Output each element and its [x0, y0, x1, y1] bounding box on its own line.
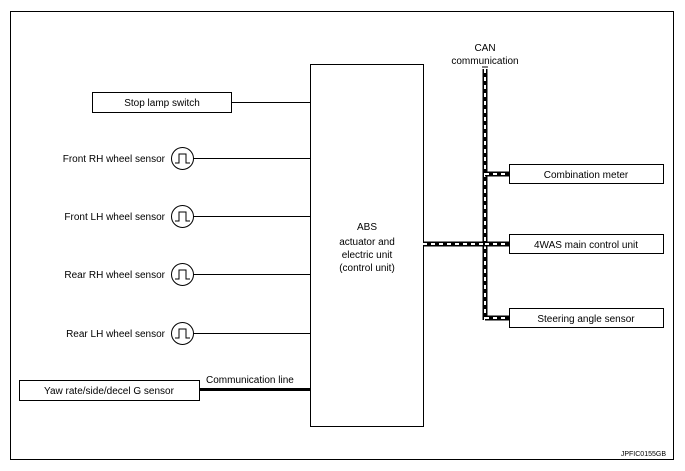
can-label-line2: communication — [451, 56, 518, 67]
steering-sensor-label: Steering angle sensor — [537, 314, 635, 325]
abs-control-unit-box — [310, 64, 424, 427]
can-label-line1: CAN — [474, 43, 495, 54]
stop-lamp-switch-label: Stop lamp switch — [124, 98, 200, 109]
combination-meter-box — [509, 164, 664, 184]
abs-unit-label-line3: electric unit — [342, 250, 393, 261]
front-rh-pulse-signal-icon — [171, 147, 194, 170]
front-lh-sensor-label: Front LH wheel sensor — [64, 212, 165, 223]
abs-unit-label-line2: actuator and — [339, 237, 395, 248]
awas-unit-label: 4WAS main control unit — [534, 240, 638, 251]
abs-unit-label-line1: ABS — [357, 222, 377, 233]
front-lh-pulse-signal-icon — [171, 205, 194, 228]
steering-sensor-box — [509, 308, 664, 328]
combination-meter-label: Combination meter — [544, 170, 629, 181]
front-rh-sensor-label: Front RH wheel sensor — [63, 154, 166, 165]
rear-lh-sensor-label: Rear LH wheel sensor — [66, 329, 166, 340]
rear-rh-pulse-signal-icon — [171, 263, 194, 286]
rear-lh-pulse-signal-icon — [171, 322, 194, 345]
rear-rh-sensor-label: Rear RH wheel sensor — [64, 270, 165, 281]
awas-unit-box — [509, 234, 664, 254]
abs-unit-label-line4: (control unit) — [339, 263, 395, 274]
yaw-sensor-label: Yaw rate/side/decel G sensor — [44, 386, 175, 397]
can-bus — [423, 69, 509, 321]
figure-id: JPFIC0155GB — [621, 451, 666, 458]
diagram-frame — [10, 11, 674, 460]
communication-line-label: Communication line — [206, 375, 294, 386]
